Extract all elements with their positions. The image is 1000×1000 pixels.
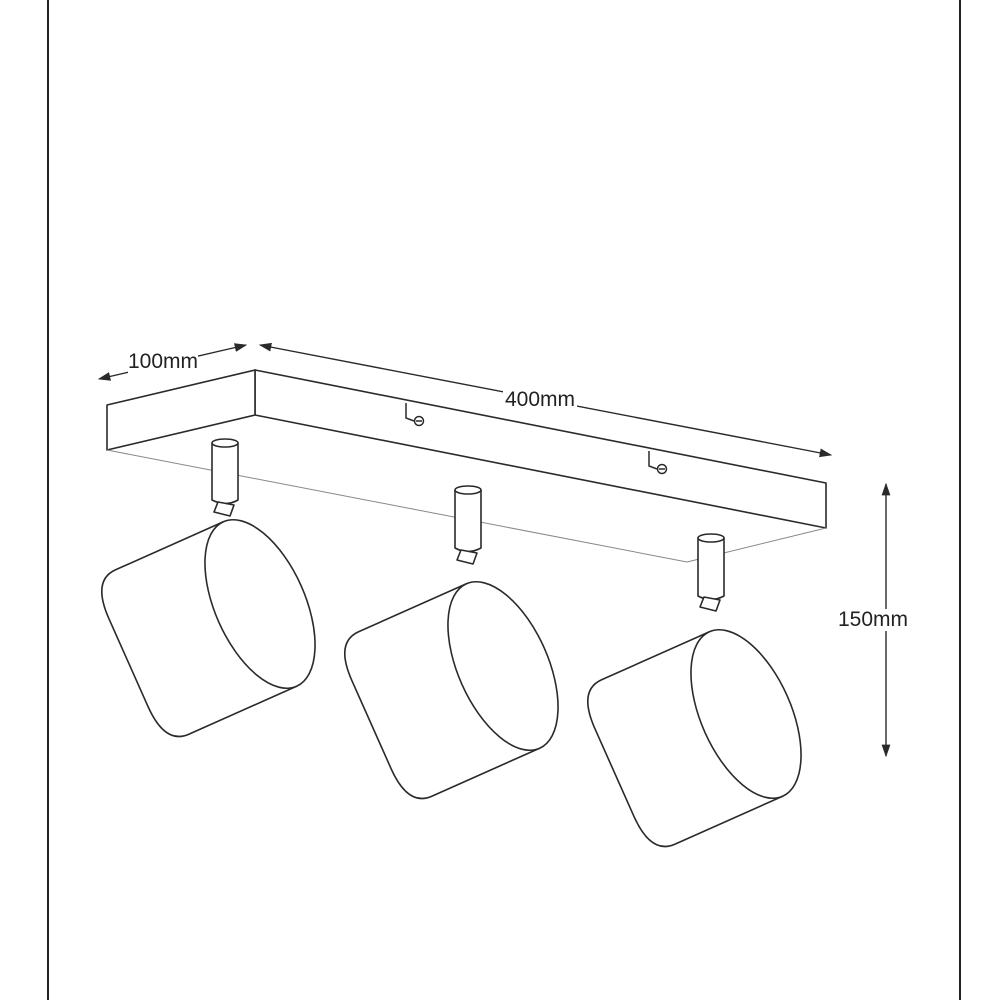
spot-head bbox=[101, 518, 316, 738]
frame-border-left bbox=[47, 0, 49, 1000]
spot-stem bbox=[454, 485, 482, 565]
spot-stem bbox=[211, 438, 239, 517]
spot-stem bbox=[697, 533, 725, 612]
height-dimension-label: 150mm bbox=[838, 608, 909, 631]
depth-dimension-label: 100mm bbox=[128, 350, 199, 373]
spotlight-2 bbox=[344, 485, 559, 800]
spotlight-1 bbox=[101, 438, 316, 738]
spot-head bbox=[587, 628, 802, 848]
spotlight-3 bbox=[587, 533, 802, 848]
width-dimension-label: 400mm bbox=[503, 388, 578, 411]
frame-border-right bbox=[959, 0, 961, 1000]
spot-head bbox=[344, 580, 559, 800]
